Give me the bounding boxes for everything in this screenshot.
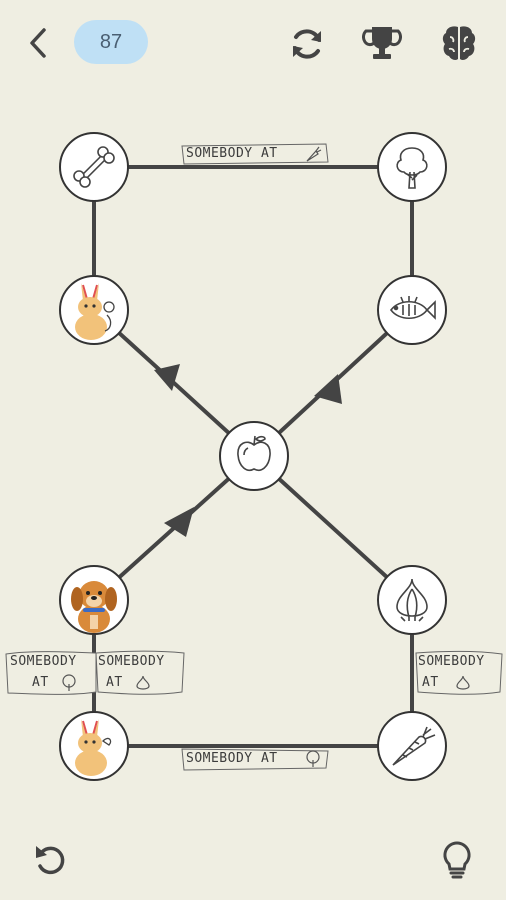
sign-bottom-text: SOMEBODY AT (186, 751, 278, 766)
undo-icon[interactable] (32, 842, 68, 878)
sign-left-b-line1: SOMEBODY (98, 654, 165, 669)
tree-icon (396, 147, 428, 189)
garlic-icon (456, 675, 470, 690)
node-garlic[interactable] (377, 565, 447, 635)
node-tree[interactable] (377, 132, 447, 202)
tree-icon (306, 750, 320, 767)
node-apple[interactable] (219, 421, 289, 491)
refresh-icon[interactable] (288, 25, 326, 63)
garlic-icon (396, 578, 428, 622)
sign-right-line2: AT (422, 675, 439, 690)
node-dog[interactable] (59, 565, 129, 635)
sign-left-b-line2: AT (106, 675, 123, 690)
sign-right-line1: SOMEBODY (418, 654, 485, 669)
carrot-icon (392, 726, 436, 766)
carrot-icon (306, 146, 322, 162)
node-rabbit-top[interactable] (59, 275, 129, 345)
apple-icon (237, 435, 271, 471)
direction-arrow-down-right (154, 364, 180, 391)
node-fish[interactable] (377, 275, 447, 345)
brain-icon[interactable] (440, 23, 478, 63)
sign-left-a-line2: AT (32, 675, 49, 690)
sign-right: SOMEBODY AT (414, 648, 504, 698)
rabbit-icon (75, 719, 112, 776)
bone-icon (73, 146, 115, 188)
top-bar: 87 (0, 0, 506, 90)
rabbit-icon (75, 283, 115, 340)
sign-bottom: SOMEBODY AT (180, 746, 330, 772)
fish-icon (390, 296, 436, 320)
sign-top: SOMEBODY AT (180, 142, 330, 166)
hint-lightbulb-icon[interactable] (440, 840, 474, 880)
garlic-icon (136, 675, 150, 690)
sign-left-a: SOMEBODY AT (2, 648, 98, 698)
sign-left-a-line1: SOMEBODY (10, 654, 77, 669)
node-rabbit-bottom[interactable] (59, 711, 129, 781)
sign-top-text: SOMEBODY AT (186, 146, 278, 161)
level-badge: 87 (74, 20, 148, 64)
trophy-icon[interactable] (362, 23, 402, 63)
dog-icon (71, 581, 117, 633)
node-bone[interactable] (59, 132, 129, 202)
node-carrot[interactable] (377, 711, 447, 781)
back-arrow-icon[interactable] (26, 26, 52, 60)
direction-arrow-up-right (314, 374, 342, 404)
sign-left-b: SOMEBODY AT (94, 648, 186, 698)
tree-icon (62, 674, 76, 691)
direction-arrow-down-left (164, 507, 194, 537)
